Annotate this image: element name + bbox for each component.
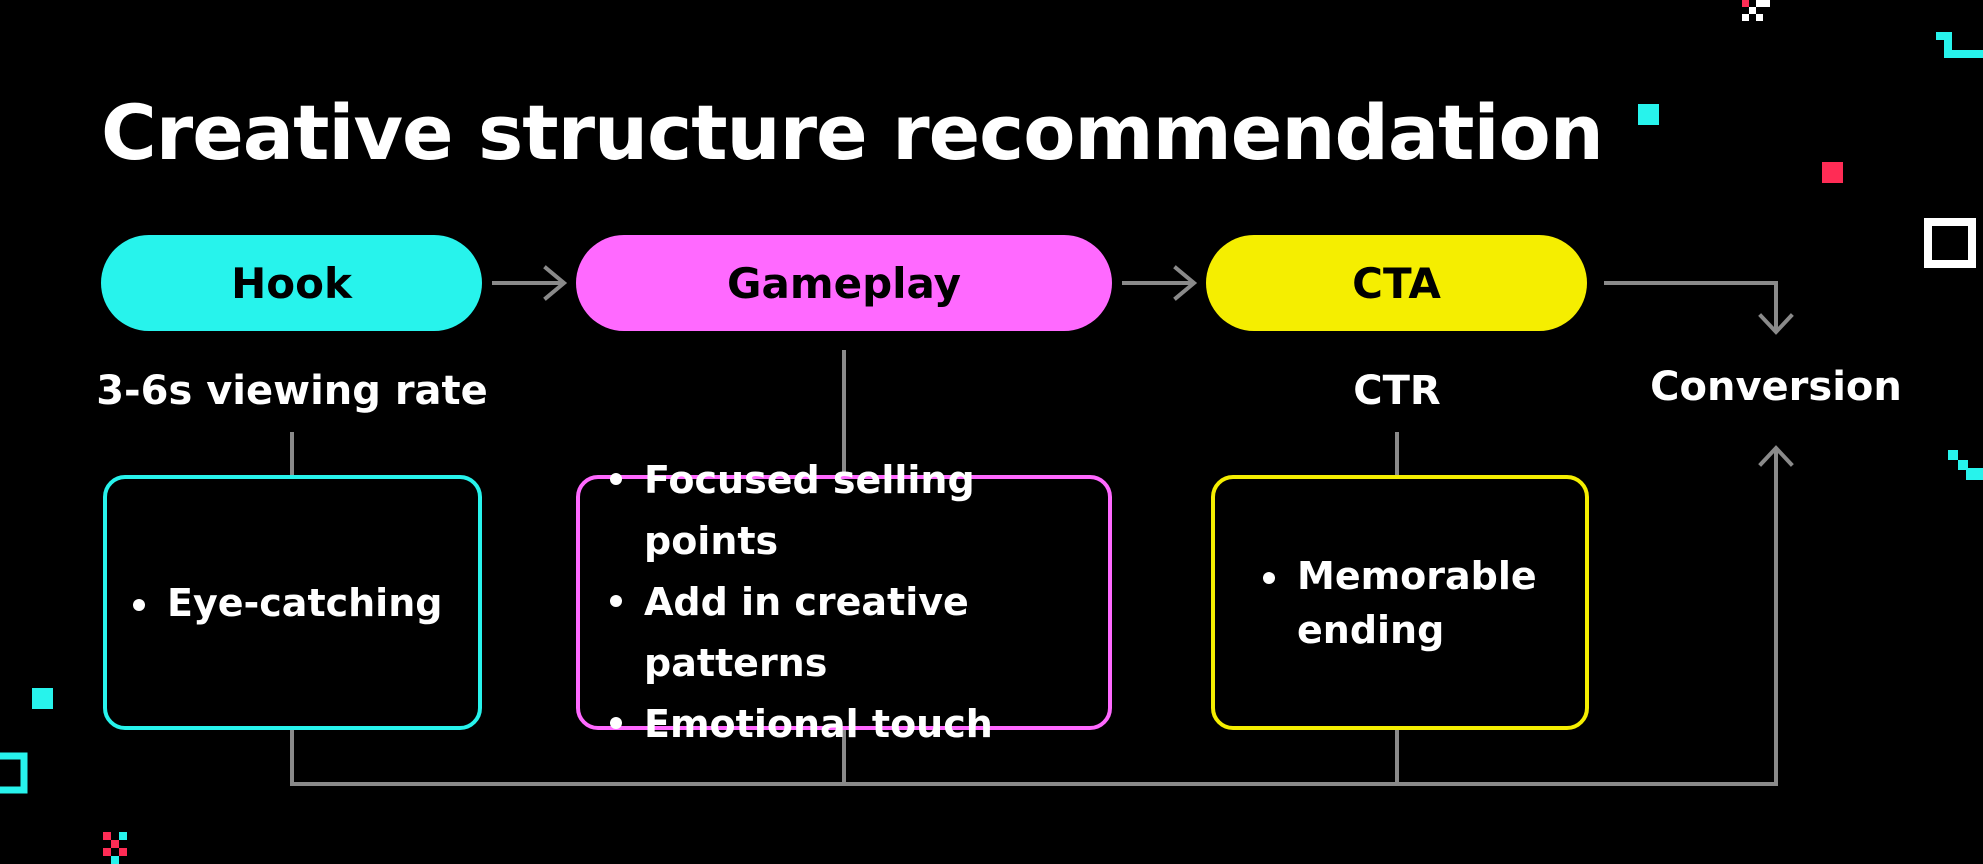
list-item: Emotional touch (610, 694, 1108, 755)
bullet-list: Memorable ending (1215, 549, 1585, 657)
stage-label: Hook (231, 258, 352, 308)
stage-pill-cta: CTA (1206, 235, 1587, 331)
bullet-list: Eye-catching (107, 576, 478, 630)
list-item: Memorable ending (1263, 549, 1545, 657)
bus-line (290, 448, 1778, 786)
outcome-label: Conversion (1650, 364, 1902, 410)
stage-label: Gameplay (727, 258, 961, 308)
page-title: Creative structure recommendation (101, 88, 1604, 177)
arrow-cta-to-conversion (1604, 281, 1778, 332)
list-item: Add in creative patterns (610, 572, 1108, 694)
metric-hook: 3-6s viewing rate (96, 368, 488, 414)
arrowhead-4 (1758, 445, 1794, 467)
list-item: Eye-catching (133, 576, 478, 630)
arrowhead-2 (1173, 265, 1198, 301)
arrowhead-3 (1758, 313, 1794, 335)
stage-label: CTA (1352, 258, 1441, 308)
arrowhead-1 (543, 265, 568, 301)
stage-pill-gameplay: Gameplay (576, 235, 1112, 331)
metric-cta: CTR (1353, 368, 1441, 414)
stage-pill-hook: Hook (101, 235, 482, 331)
bullet-list: Focused selling points Add in creative p… (580, 450, 1108, 755)
detail-box-gameplay: Focused selling points Add in creative p… (576, 458, 1112, 746)
detail-box-hook: Eye-catching (103, 475, 482, 730)
list-item: Focused selling points (610, 450, 1108, 572)
detail-box-cta: Memorable ending (1211, 475, 1589, 730)
